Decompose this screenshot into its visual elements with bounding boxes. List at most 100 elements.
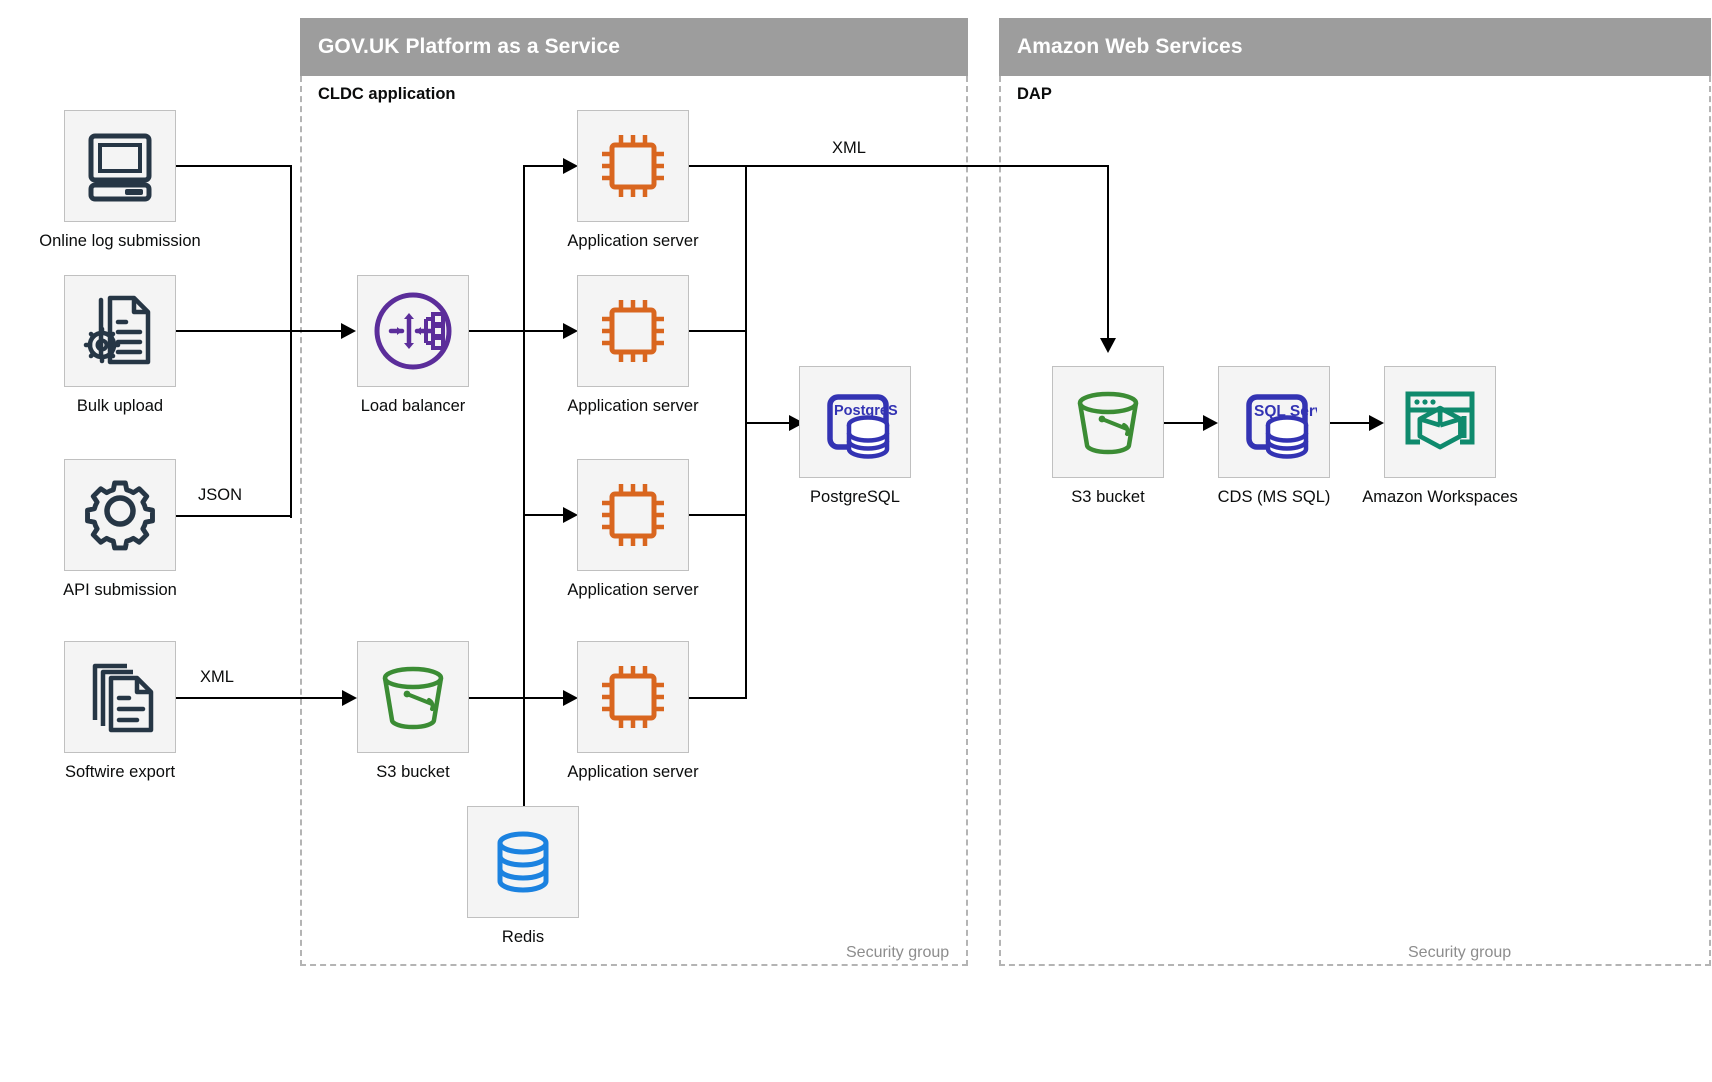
edge-postgres-bus — [745, 165, 748, 699]
amazon-workspaces-icon — [1405, 391, 1475, 450]
node-label: S3 bucket — [1071, 488, 1145, 506]
edge-appserver2-to-pgbus — [689, 330, 747, 333]
node-label: Application server — [567, 581, 699, 599]
desktop-computer-icon — [88, 133, 152, 202]
node-label: API submission — [63, 581, 177, 599]
cpu-chip-icon — [602, 484, 664, 546]
edge-onlinelog-to-bus — [176, 165, 292, 168]
group-sublabel-cldc: CLDC application — [318, 85, 456, 103]
load-balancer-icon — [374, 292, 452, 370]
arrowhead-appserver-4 — [563, 690, 578, 706]
edge-pgbus-to-postgresql — [745, 422, 800, 425]
postgresql-icon: PostgreSQL — [827, 394, 898, 459]
node-tile — [467, 806, 579, 918]
edge-source-bus — [290, 165, 293, 518]
node-cds-ms-sql[interactable]: SQL Server CDS (MS SQL) — [1218, 366, 1330, 506]
edge-bus-to-appserver-4 — [523, 697, 568, 700]
edge-api-to-bus — [176, 515, 292, 518]
node-tile: PostgreSQL — [799, 366, 911, 478]
arrowhead-appserver-1 — [563, 158, 578, 174]
node-s3-bucket-paas[interactable]: S3 bucket — [357, 641, 469, 781]
node-s3-bucket-aws[interactable]: S3 bucket — [1052, 366, 1164, 506]
group-sublabel-dap: DAP — [1017, 85, 1052, 103]
postgresql-icon-text: PostgreSQL — [834, 403, 898, 419]
node-label: Redis — [501, 928, 545, 946]
edge-bus-to-redis — [523, 697, 526, 812]
node-tile — [357, 641, 469, 753]
edge-loadbalancer-to-bus — [469, 330, 525, 333]
node-tile — [64, 459, 176, 571]
node-amazon-workspaces[interactable]: Amazon Workspaces — [1362, 366, 1518, 506]
node-bulk-upload[interactable]: Bulk upload — [64, 275, 176, 415]
node-application-server-2[interactable]: Application server — [567, 275, 699, 415]
edge-cds-to-workspaces — [1330, 422, 1374, 425]
node-label: Online log submission — [39, 232, 201, 250]
edge-xml-down-to-s3 — [1107, 165, 1110, 340]
sql-server-icon: SQL Server — [1246, 394, 1317, 459]
cpu-chip-icon — [602, 135, 664, 197]
group-boundary-aws — [999, 76, 1711, 966]
edge-appserver4-to-pgbus — [689, 697, 747, 700]
s3-bucket-icon — [1077, 391, 1139, 455]
node-tile — [1052, 366, 1164, 478]
node-tile — [577, 275, 689, 387]
edge-bus-to-appserver-3 — [523, 514, 568, 517]
edge-label-xml-appserver: XML — [832, 139, 866, 157]
edge-appserver-fanout-bus — [523, 165, 526, 698]
group-header-aws: Amazon Web Services — [999, 18, 1711, 76]
gear-icon — [85, 480, 155, 551]
node-tile — [357, 275, 469, 387]
edge-s3-to-cds — [1164, 422, 1208, 425]
node-postgresql[interactable]: PostgreSQL PostgreSQL — [799, 366, 911, 506]
node-label: PostgreSQL — [810, 488, 900, 506]
node-tile — [64, 110, 176, 222]
arrowhead-appserver-2 — [563, 323, 578, 339]
node-tile — [577, 641, 689, 753]
group-title-paas: GOV.UK Platform as a Service — [318, 35, 620, 58]
node-tile — [64, 275, 176, 387]
cpu-chip-icon — [602, 666, 664, 728]
node-tile: SQL Server — [1218, 366, 1330, 478]
node-online-log-submission[interactable]: Online log submission — [39, 110, 201, 250]
group-boundary-paas — [300, 76, 968, 966]
node-tile — [1384, 366, 1496, 478]
arrowhead-into-s3-paas — [342, 690, 357, 706]
node-load-balancer[interactable]: Load balancer — [357, 275, 469, 415]
node-tile — [577, 459, 689, 571]
arrowhead-into-s3-aws — [1100, 338, 1116, 353]
edge-label-xml-softwire: XML — [200, 668, 234, 686]
node-application-server-3[interactable]: Application server — [567, 459, 699, 599]
node-label: Softwire export — [64, 763, 176, 781]
database-cylinder-icon — [497, 831, 549, 893]
edge-bus-to-appserver-1 — [523, 165, 568, 168]
node-label: Application server — [567, 763, 699, 781]
arrowhead-into-workspaces — [1369, 415, 1384, 431]
edge-bus-to-appserver-2 — [523, 330, 568, 333]
security-group-label-paas: Security group — [846, 944, 950, 961]
node-tile — [577, 110, 689, 222]
node-label: Application server — [567, 232, 699, 250]
edge-softwire-to-s3 — [176, 697, 348, 700]
node-label: S3 bucket — [376, 763, 450, 781]
arrowhead-appserver-3 — [563, 507, 578, 523]
node-label: Application server — [567, 397, 699, 415]
sql-server-icon-text: SQL Server — [1254, 403, 1317, 420]
security-group-label-aws: Security group — [1408, 944, 1512, 961]
node-application-server-4[interactable]: Application server — [567, 641, 699, 781]
node-api-submission[interactable]: API submission — [63, 459, 177, 599]
arrowhead-into-loadbalancer — [341, 323, 356, 339]
documents-stack-icon — [92, 663, 154, 733]
edge-bulk-to-loadbalancer — [176, 330, 346, 333]
node-label: Load balancer — [360, 397, 466, 415]
arrowhead-into-cds — [1203, 415, 1218, 431]
edge-appserver3-to-pgbus — [689, 514, 747, 517]
group-title-aws: Amazon Web Services — [1017, 35, 1243, 58]
node-application-server-1[interactable]: Application server — [567, 110, 699, 250]
node-softwire-export[interactable]: Softwire export — [64, 641, 176, 781]
cpu-chip-icon — [602, 300, 664, 362]
group-header-paas: GOV.UK Platform as a Service — [300, 18, 968, 76]
edge-s3paas-to-bus — [469, 697, 525, 700]
document-gear-icon — [83, 295, 151, 365]
node-redis[interactable]: Redis — [467, 806, 579, 946]
